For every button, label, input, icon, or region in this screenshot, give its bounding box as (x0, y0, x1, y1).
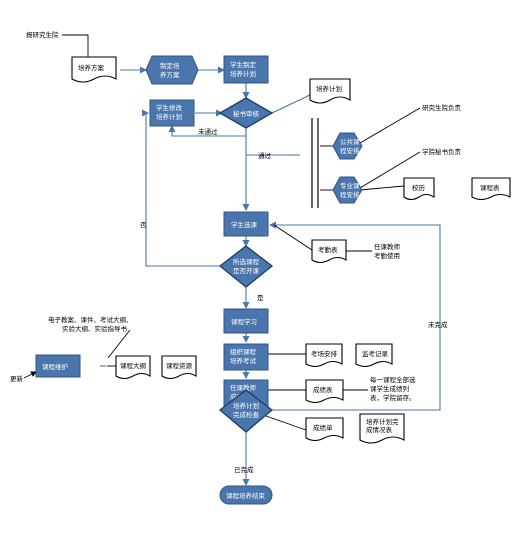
node-public-course: 公共课 程安排 (332, 132, 363, 160)
doc-attendance: 考勤表 (311, 239, 347, 264)
label-grade-note-2: 课学生成绩列 (370, 384, 409, 393)
label-update: 更新 (10, 374, 24, 383)
node-org-exam-line1: 组织课程 (230, 347, 257, 356)
flow-connectors (100, 66, 441, 486)
node-modify-plan-line2: 培养计划 (156, 112, 182, 121)
line-public-to-grad (359, 107, 421, 144)
node-end: 课程培养结束 (219, 485, 273, 505)
doc-transcript-label: 成绩单 (313, 423, 333, 432)
doc-completion-line2: 成情况表 (366, 425, 393, 434)
doc-resources-label: 课程资源 (166, 361, 193, 370)
node-major-course-line2: 程安排 (340, 190, 360, 199)
arrow-update (23, 371, 37, 379)
node-course-study-label: 课程学习 (231, 317, 257, 326)
node-course-open: 所选课程 是否开课 (218, 245, 274, 288)
node-make-plan-line1: 制定培 (160, 61, 180, 70)
node-secretary-review: 秘书审核 (218, 97, 274, 129)
edge-label-passed: 通过 (258, 151, 272, 160)
doc-campus-label: 校历 (412, 183, 426, 192)
node-plan-check-line1: 培养计划 (233, 401, 259, 410)
source-note: 报研究生院 (26, 30, 59, 39)
doc-syllabus: 课程大纲 (115, 355, 151, 380)
doc-completion: 培养计划完 成情况表 (359, 413, 405, 444)
edge-label-no: 否 (140, 221, 147, 229)
doc-exam-record: 监考记录 (355, 343, 393, 368)
doc-exam-schedule-label: 考场安排 (311, 349, 338, 358)
label-materials-1: 电子教案、课件、考试大纲、 (48, 315, 133, 324)
doc-grade-sheet-label: 成绩表 (313, 385, 333, 394)
label-grad-school: 研究生院负责 (422, 103, 462, 112)
node-course-open-line2: 是否开课 (233, 266, 260, 275)
doc-plan2: 培养计划 (309, 78, 351, 104)
doc-exam-schedule: 考场安排 (305, 343, 343, 368)
doc-plan: 培养方案 (71, 56, 117, 83)
doc-attendance-label: 考勤表 (318, 245, 338, 254)
doc-completion-line1: 培养计划完 (366, 417, 399, 426)
node-plan-check: 培养计划 完成检查 (218, 389, 274, 433)
node-course-study: 课程学习 (223, 308, 269, 334)
edge-label-completed: 已完成 (234, 465, 254, 474)
node-make-plan: 制定培 养方案 (145, 55, 199, 85)
node-course-maintain-label: 课程维护 (42, 362, 68, 371)
doc-timetable: 课程表 (471, 177, 511, 201)
node-plan-check-line2: 完成检查 (233, 410, 260, 419)
node-major-course-line1: 专业课 (340, 181, 360, 190)
arrow-open-no (142, 109, 220, 267)
line-source-to-plan (62, 34, 89, 57)
node-student-plan: 学生制定 培养计划 (223, 55, 269, 84)
node-course-open-line1: 所选课程 (233, 257, 260, 266)
node-make-plan-line2: 养方案 (160, 70, 180, 79)
node-select-course: 学生选课 (223, 211, 269, 237)
node-student-plan-line1: 学生制定 (230, 60, 257, 69)
node-end-label: 课程培养结束 (226, 491, 266, 500)
node-secretary-review-label: 秘书审核 (233, 109, 260, 118)
doc-exam-record-label: 监考记录 (362, 349, 389, 358)
doc-timetable-label: 课程表 (480, 183, 500, 192)
node-select-course-label: 学生选课 (231, 220, 258, 229)
doc-campus: 校历 (403, 177, 435, 201)
line-major-to-campus (359, 185, 405, 191)
doc-syllabus-label: 课程大纲 (120, 361, 146, 370)
node-org-exam-line2: 培养考试 (230, 356, 257, 365)
node-public-course-line1: 公共课 (340, 137, 360, 146)
label-grade-note-3: 表，学院留存。 (370, 393, 416, 402)
label-materials-2: 实验大纲、实验指导书 (62, 324, 128, 333)
line-check-to-transcript (265, 415, 307, 431)
node-major-course: 专业课 程安排 (332, 176, 363, 204)
line-review-to-plandoc (271, 94, 311, 114)
node-course-maintain: 课程维护 (35, 354, 81, 378)
node-modify-plan-line1: 学生修改 (156, 103, 183, 112)
edge-label-yes: 是 (257, 294, 264, 302)
edge-label-not-completed: 未完成 (428, 320, 448, 329)
node-public-course-line2: 程安排 (340, 146, 360, 155)
node-student-plan-line2: 培养计划 (230, 69, 256, 78)
edge-label-not-passed: 未通过 (198, 127, 218, 136)
arrow-check-not-complete (269, 221, 441, 411)
annotation-connectors (23, 34, 421, 431)
doc-resources: 课程资源 (161, 355, 197, 380)
label-teacher-use-1: 任课教师 (374, 242, 401, 251)
line-select-to-attendance (273, 224, 313, 251)
node-org-exam: 组织课程 培养考试 (223, 343, 269, 371)
line-materials-to-maintain (107, 329, 131, 359)
doc-plan2-label: 培养计划 (316, 84, 342, 93)
doc-grade-sheet: 成绩表 (305, 379, 344, 404)
label-grade-note-1: 每一课程全部选 (370, 375, 416, 384)
node-modify-plan: 学生修改 培养计划 (149, 99, 195, 127)
line-major-to-college (359, 151, 421, 189)
label-teacher-use-2: 考勤使用 (374, 251, 400, 260)
doc-plan-label: 培养方案 (78, 63, 105, 72)
doc-transcript: 成绩单 (305, 417, 344, 442)
node-grade-entry-line1: 任课教师 (230, 383, 257, 392)
label-college-secretary: 学院秘书负责 (422, 147, 462, 156)
